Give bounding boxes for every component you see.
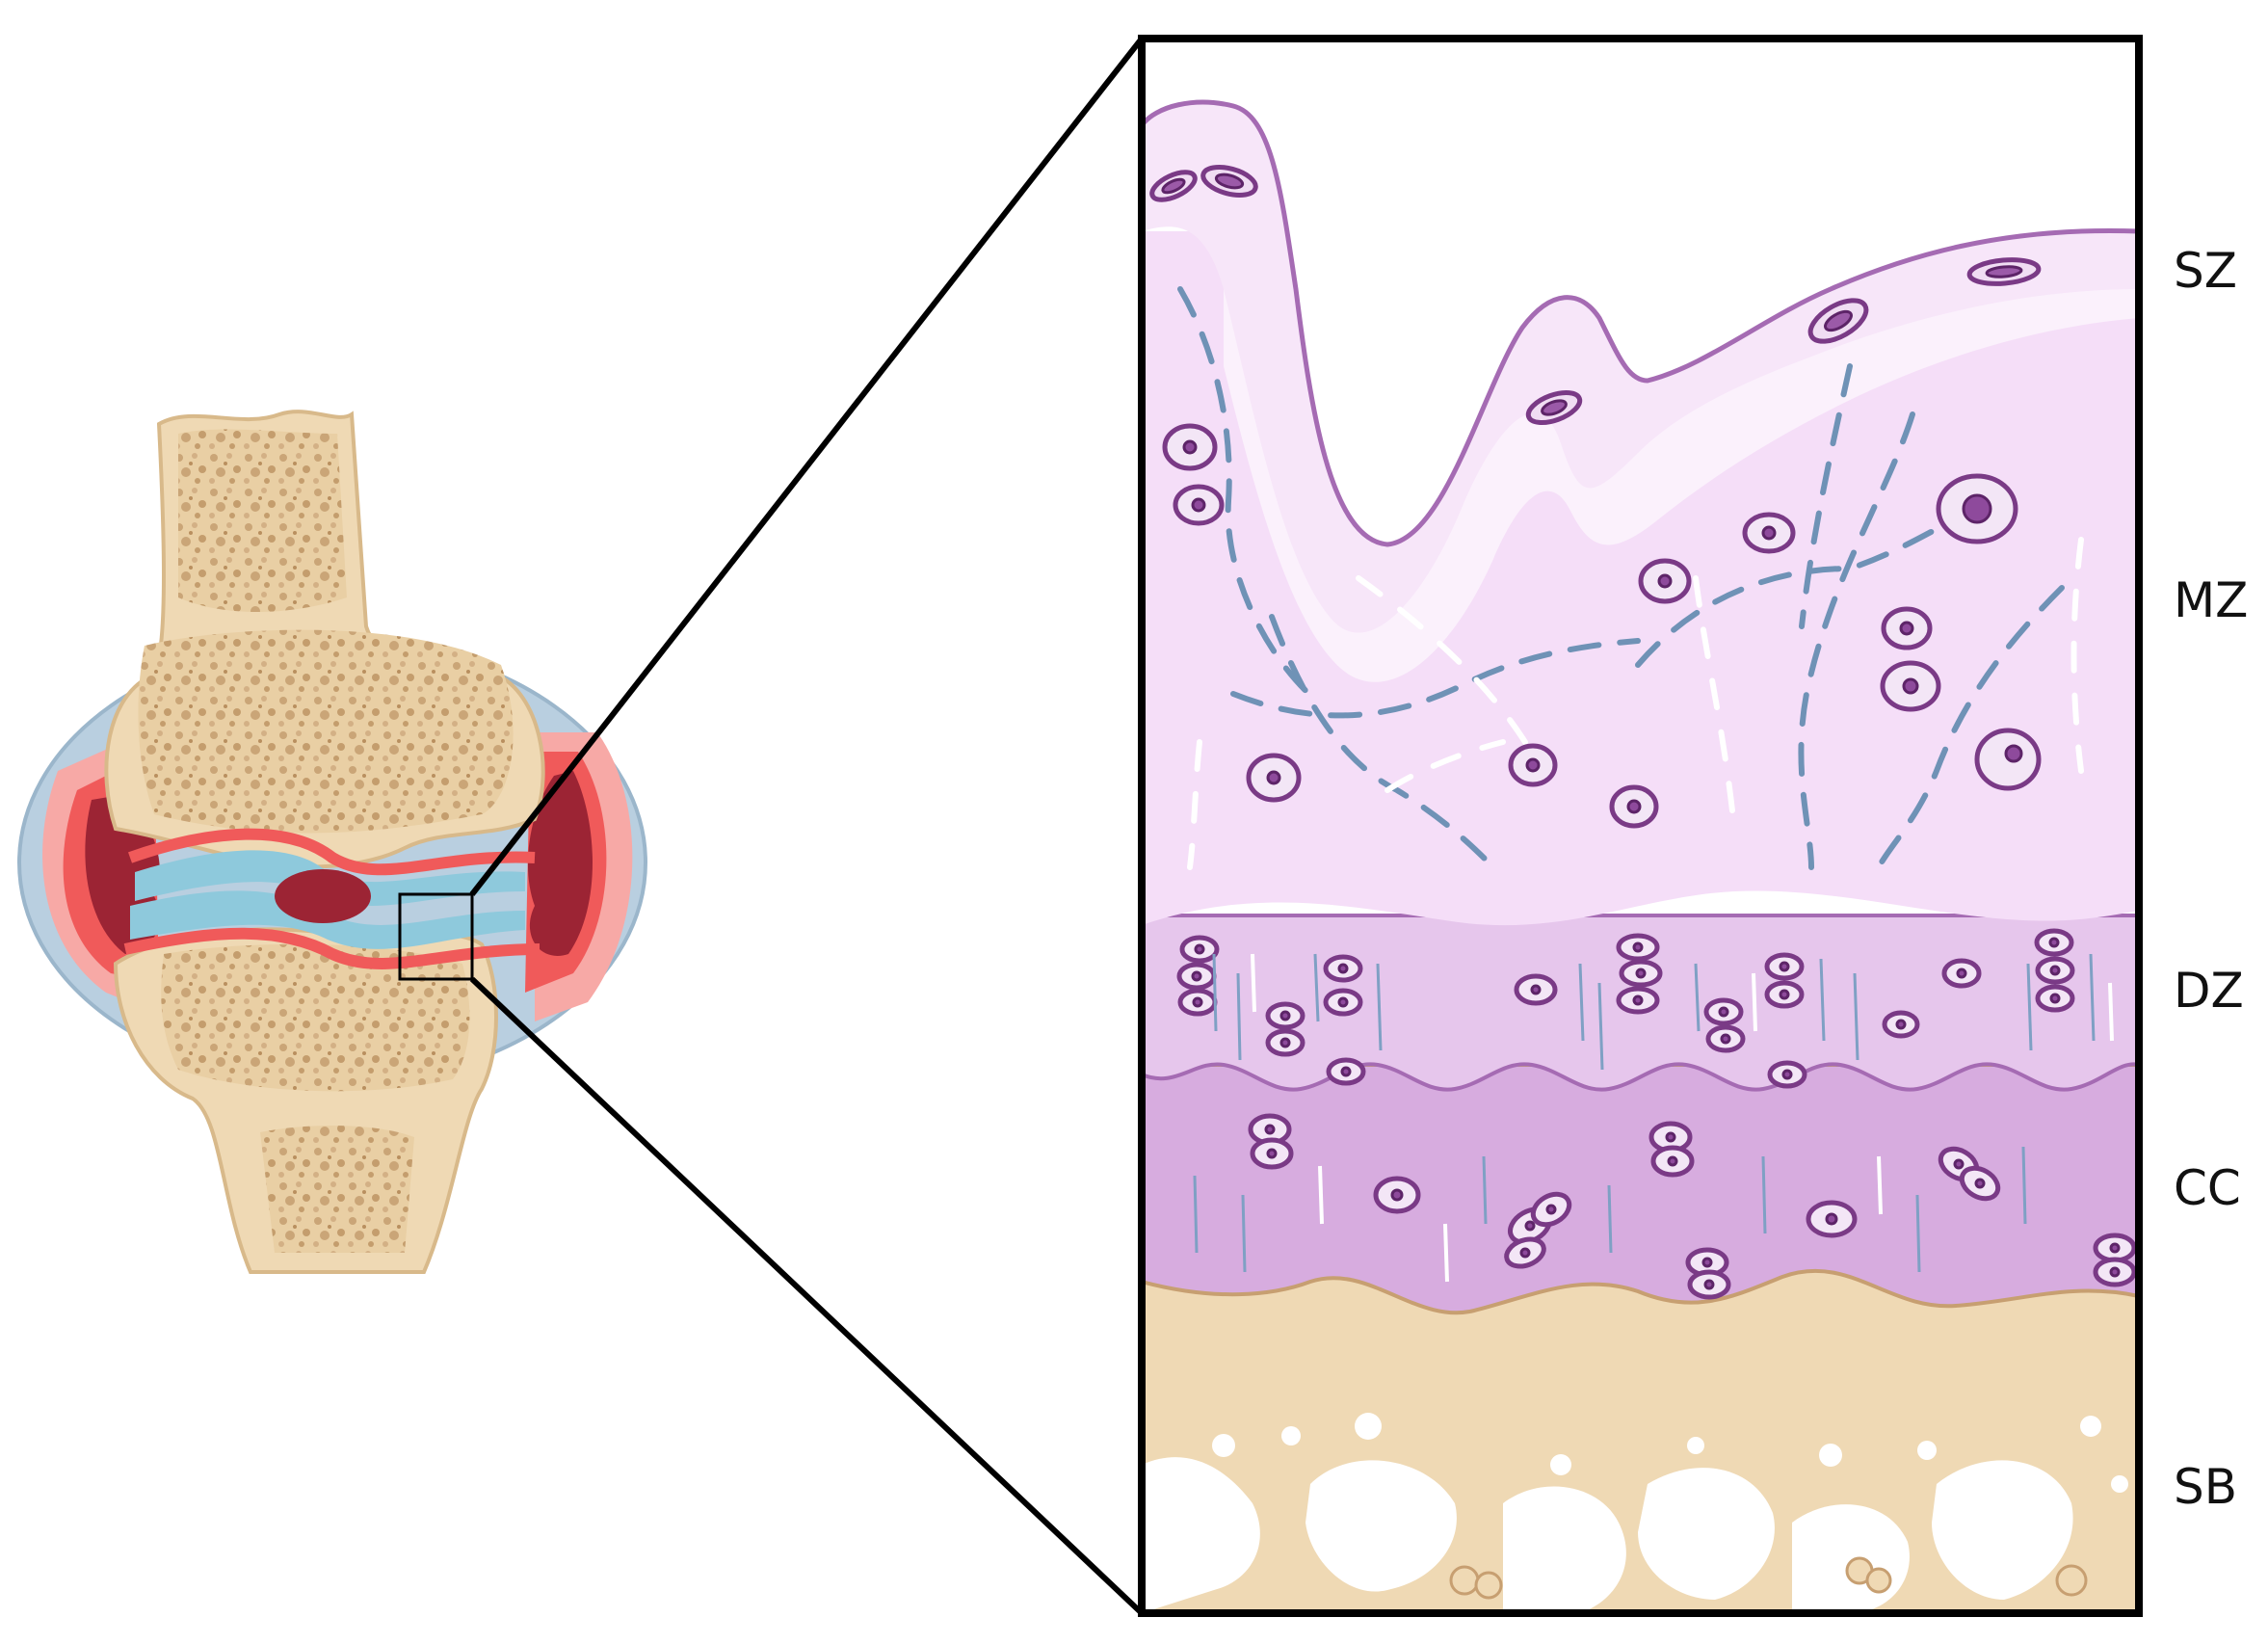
inflamed-cartilage-border-lower: [123, 927, 541, 969]
collagen-fiber: [1635, 508, 1978, 668]
zone-label-cc: CC: [2174, 1160, 2241, 1216]
femur-shaft-spongy: [178, 429, 347, 612]
cartilage-cross-section: [1142, 39, 2139, 1613]
white-strand: [2070, 537, 2084, 774]
calcified-zone-fibers: [1193, 1146, 2027, 1283]
tibia-shaft-spongy: [260, 1126, 414, 1253]
superficial-zone: [1142, 102, 2139, 633]
deep-zone-fibers: [1212, 953, 2114, 1071]
femur-condyle-spongy: [138, 629, 514, 834]
collagen-fiber: [1798, 411, 1915, 870]
zoom-connector-top: [469, 37, 1145, 896]
deep-zone-chondrocytes: [1176, 928, 2075, 1089]
middle-zone-chondrocytes: [1162, 423, 2042, 829]
zoom-region-marker: [398, 892, 474, 981]
zone-label-sb: SB: [2174, 1459, 2237, 1515]
white-strand: [1187, 739, 1202, 870]
pannus-right: [527, 771, 593, 956]
white-strand: [1385, 739, 1506, 793]
magnified-panel-frame: [1138, 35, 2143, 1617]
white-strand: [1356, 575, 1544, 774]
zoom-connector-bottom: [469, 976, 1145, 1616]
zone-label-sz: SZ: [2174, 243, 2237, 299]
superficial-chondrocytes: [1149, 165, 2042, 426]
collagen-fiber: [1230, 638, 1641, 719]
collagen-fiber: [1269, 614, 1496, 870]
tibia-head-spongy: [161, 943, 470, 1092]
surface-background: [1142, 39, 2139, 544]
zone-label-dz: DZ: [2174, 963, 2244, 1019]
collagen-fiber: [1177, 286, 1323, 706]
erosion-center: [275, 869, 371, 923]
collagen-fiber: [1876, 585, 2065, 870]
bone-marrow-cavities: [1142, 1413, 2128, 1613]
knee-joint-illustration: [17, 410, 647, 1274]
white-strand: [1693, 575, 1737, 832]
calcified-zone-chondrocytes: [1248, 1113, 2137, 1300]
collagen-fiber: [1799, 363, 1853, 629]
inflamed-cartilage-border-upper: [128, 828, 536, 876]
superficial-zone-highlight: [1224, 289, 2139, 682]
articular-surface-line: [1142, 99, 2139, 547]
calcified-cartilage: [1142, 1063, 2139, 1315]
zone-label-mz: MZ: [2174, 572, 2248, 628]
